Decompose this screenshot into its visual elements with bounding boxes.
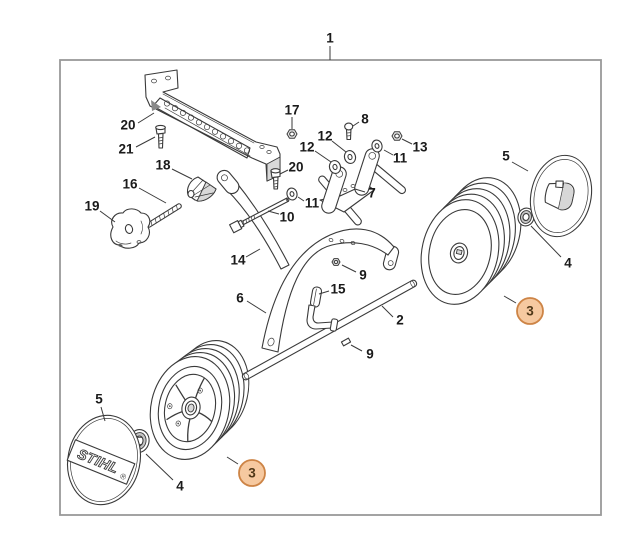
wheel-left-spokes [166,377,213,442]
leader-line-2 [381,305,394,318]
part-number-label-4: 4 [564,256,572,271]
leader-line-6 [246,300,267,314]
leader-line-20 [279,169,289,175]
part-number-label-18: 18 [155,158,171,173]
highlight-circle-3[interactable] [516,297,544,325]
nut-17-part [286,129,298,139]
leader-line-11 [297,196,305,202]
l-pin-15-part [306,286,339,332]
leader-line-20 [137,112,155,124]
wheel-right-hub [449,242,469,264]
part-number-label-8: 8 [361,112,369,127]
leader-line-5 [511,161,529,172]
leader-line-3 [503,295,517,304]
part-number-label-11: 11 [305,196,320,211]
leader-line-12 [331,140,347,153]
hub-cap-socket [544,180,575,211]
leader-line-7 [354,188,366,193]
leader-line-11 [383,149,394,156]
leader-line-16 [138,187,167,204]
hub-cap-5-left: STIHL ® [66,414,141,506]
hub-cap-5-right [529,154,593,238]
nut-9-upper-part [331,258,341,266]
bolt-20-right-part [270,168,281,190]
wheel-right-part [420,177,522,305]
leader-line-10 [267,210,280,215]
part-number-label-10: 10 [279,210,294,225]
part-number-label-19: 19 [84,199,99,214]
bearing-4-right [517,207,535,227]
part-number-label-14: 14 [230,253,246,268]
part-number-label-16: 16 [122,177,138,192]
handle-tube-14-part [216,169,290,270]
washer-11-left [286,187,298,201]
leader-line-21 [135,136,156,148]
leader-line-8 [352,121,360,127]
part-number-label-21: 21 [118,142,134,157]
leader-line-18 [171,168,193,180]
leader-line-9 [350,344,363,352]
part-number-label-9: 9 [366,347,374,362]
part-number-label-7: 7 [368,186,376,201]
part-number-label-13: 13 [412,140,428,155]
washer-12-lower [328,160,342,174]
part-number-label-4: 4 [176,479,184,494]
part-number-label-5: 5 [502,149,510,164]
funnel-18-part [186,176,217,202]
leader-line-3 [226,456,239,465]
part-number-label-3[interactable]: 3 [248,466,256,481]
pin-9-lower-part [340,337,352,347]
part-number-label-15: 15 [330,282,346,297]
bolt-10-part [229,197,290,234]
part-number-label-9: 9 [359,268,367,283]
rail-teeth [163,100,251,157]
bolt-21-part [155,124,166,149]
part-number-label-11: 11 [393,151,408,166]
part-number-label-5: 5 [95,392,103,407]
leader-line-13 [401,138,413,145]
bracket-7-assembly [270,122,406,226]
threaded-rod-16-part [146,203,182,228]
part-number-label-6: 6 [236,291,244,306]
nut-13-part [391,131,403,141]
bolt-8-part [344,122,354,141]
part-number-label-2: 2 [396,313,404,328]
leader-line-12 [314,150,332,163]
leader-line-4 [145,453,174,481]
leader-line-14 [245,248,261,258]
leader-line-9 [341,264,357,273]
leader-line-15 [318,290,330,295]
curved-bracket-6-part [261,228,400,353]
part-number-label-20: 20 [120,118,135,133]
part-number-label-20: 20 [288,160,303,175]
part-number-label-1: 1 [326,31,334,46]
registered-mark: ® [119,472,128,483]
leader-line-4 [530,225,562,258]
part-number-label-17: 17 [284,103,299,118]
wheel-left-part [149,340,250,460]
leader-line-5 [100,406,106,422]
washer-11-right [371,139,383,153]
leader-line-19 [99,210,116,223]
part-number-label-3[interactable]: 3 [526,304,534,319]
highlight-circle-3[interactable] [238,459,266,487]
washer-12-upper [343,150,357,164]
part-number-label-12: 12 [317,129,332,144]
star-knob-19-part [110,208,151,249]
part-number-label-12: 12 [299,140,314,155]
